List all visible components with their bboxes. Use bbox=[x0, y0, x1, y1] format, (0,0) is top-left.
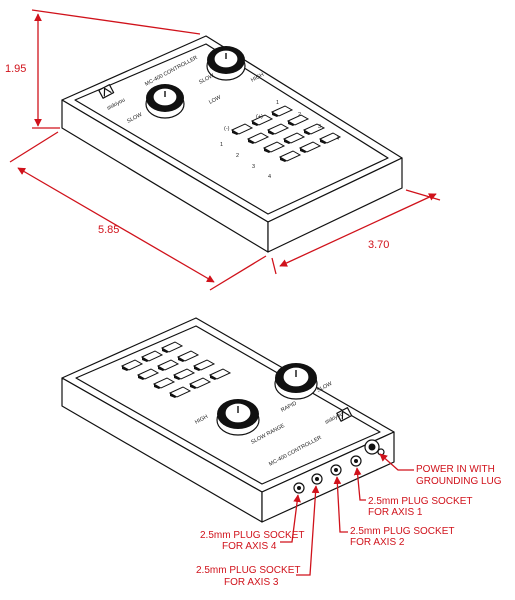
top-right-knob-high: HIGH bbox=[250, 72, 265, 84]
top-key-r4-c3[interactable] bbox=[318, 132, 342, 144]
top-key-r3-c2[interactable] bbox=[282, 132, 306, 144]
axis3-callout-line1: 2.5mm PLUG SOCKET bbox=[196, 565, 300, 576]
width-extension-left bbox=[271, 257, 277, 275]
top-left-knob[interactable] bbox=[145, 84, 185, 119]
top-key-r2-c3[interactable] bbox=[286, 114, 310, 126]
back-knob-high: HIGH bbox=[194, 414, 209, 426]
axis4-leader-line bbox=[280, 494, 301, 543]
top-key-r4-c2[interactable] bbox=[298, 141, 322, 153]
back-keypad bbox=[120, 341, 232, 398]
back-far-knob[interactable] bbox=[274, 363, 318, 400]
top-key-r3-c3[interactable] bbox=[302, 123, 326, 135]
power-leader-line bbox=[379, 453, 414, 471]
top-right-knob-low: LOW bbox=[208, 94, 223, 106]
axis2-socket[interactable] bbox=[330, 464, 342, 476]
top-key-r2-c1[interactable] bbox=[246, 132, 270, 144]
top-axis-number-1-right: 1 bbox=[276, 100, 279, 106]
axis3-socket[interactable] bbox=[311, 473, 323, 485]
back-view-device: HIGH SLOW RANGE RAPID SLOW siskiyou MC-4… bbox=[61, 317, 395, 523]
back-key-r4-c2[interactable] bbox=[188, 377, 212, 389]
axis2-leader-line bbox=[333, 476, 348, 533]
top-key-r1-c2[interactable] bbox=[250, 114, 274, 126]
top-key-r2-c2[interactable] bbox=[266, 123, 290, 135]
back-key-r1-c3[interactable] bbox=[160, 341, 184, 353]
top-axis-number-3-right: 3 bbox=[318, 124, 321, 130]
top-key-minus-label: (-) bbox=[224, 126, 230, 132]
length-extension-left bbox=[9, 131, 59, 163]
power-socket[interactable] bbox=[364, 439, 385, 456]
back-key-r4-c1[interactable] bbox=[168, 386, 192, 398]
back-near-knob[interactable] bbox=[216, 399, 260, 436]
back-key-r1-c2[interactable] bbox=[140, 350, 164, 362]
back-key-r4-c3[interactable] bbox=[208, 368, 232, 380]
axis4-socket[interactable] bbox=[293, 482, 305, 494]
back-siskiyou-logo bbox=[336, 407, 353, 422]
axis2-callout-line1: 2.5mm PLUG SOCKET bbox=[350, 526, 454, 537]
top-axis-number-2: 2 bbox=[236, 153, 239, 159]
top-axis-number-4-right: 4 bbox=[336, 136, 339, 142]
axis4-callout-line1: 2.5mm PLUG SOCKET bbox=[200, 530, 304, 541]
height-extension-top bbox=[31, 9, 201, 35]
top-right-knob[interactable] bbox=[206, 46, 246, 81]
back-key-r1-c1[interactable] bbox=[120, 359, 144, 371]
power-callout-line1: POWER IN WITH bbox=[416, 464, 495, 475]
top-axis-number-4: 4 bbox=[268, 174, 271, 180]
axis1-leader-line bbox=[353, 467, 366, 501]
width-dimension-value: 3.70 bbox=[368, 239, 389, 251]
width-dimension-line bbox=[279, 193, 437, 267]
axis1-callout-line2: FOR AXIS 1 bbox=[368, 507, 423, 518]
length-extension-right bbox=[209, 255, 267, 291]
length-dimension-value: 5.85 bbox=[98, 224, 119, 236]
top-key-plus-label: (+) bbox=[256, 114, 263, 120]
back-key-r3-c2[interactable] bbox=[172, 368, 196, 380]
top-axis-number-2-right: 2 bbox=[298, 112, 301, 118]
axis3-leader-line bbox=[296, 485, 320, 576]
back-key-r2-c1[interactable] bbox=[136, 368, 160, 380]
back-device-panel bbox=[75, 325, 381, 485]
axis3-callout-line2: FOR AXIS 3 bbox=[224, 577, 279, 588]
top-key-r4-c1[interactable] bbox=[278, 150, 302, 162]
back-key-r2-c3[interactable] bbox=[176, 350, 200, 362]
width-extension-right bbox=[405, 189, 441, 201]
power-callout-line2: GROUNDING LUG bbox=[416, 476, 502, 487]
axis1-socket[interactable] bbox=[350, 455, 362, 467]
top-key-r1-c1[interactable] bbox=[230, 123, 254, 135]
top-key-r3-c1[interactable] bbox=[262, 141, 286, 153]
dimension-lines: 1.95 5.85 3.70 bbox=[5, 9, 441, 291]
back-key-r3-c3[interactable] bbox=[192, 359, 216, 371]
length-dimension-line bbox=[17, 167, 215, 283]
callouts: POWER IN WITH GROUNDING LUG 2.5mm PLUG S… bbox=[196, 453, 502, 588]
axis4-callout-line2: FOR AXIS 4 bbox=[222, 541, 277, 552]
height-dimension-value: 1.95 bbox=[5, 63, 26, 75]
top-key-r1-c3[interactable] bbox=[270, 105, 294, 117]
top-keypad bbox=[230, 105, 342, 162]
back-key-r2-c2[interactable] bbox=[156, 359, 180, 371]
top-axis-number-3: 3 bbox=[252, 164, 255, 170]
top-view-device: siskiyou MC-400 CONTROLLER SLOW SLOW LOW… bbox=[61, 35, 403, 253]
top-axis-number-1: 1 bbox=[220, 142, 223, 148]
axis1-callout-line1: 2.5mm PLUG SOCKET bbox=[368, 496, 472, 507]
axis2-callout-line2: FOR AXIS 2 bbox=[350, 537, 405, 548]
siskiyou-logo bbox=[98, 84, 115, 99]
back-key-r3-c1[interactable] bbox=[152, 377, 176, 389]
